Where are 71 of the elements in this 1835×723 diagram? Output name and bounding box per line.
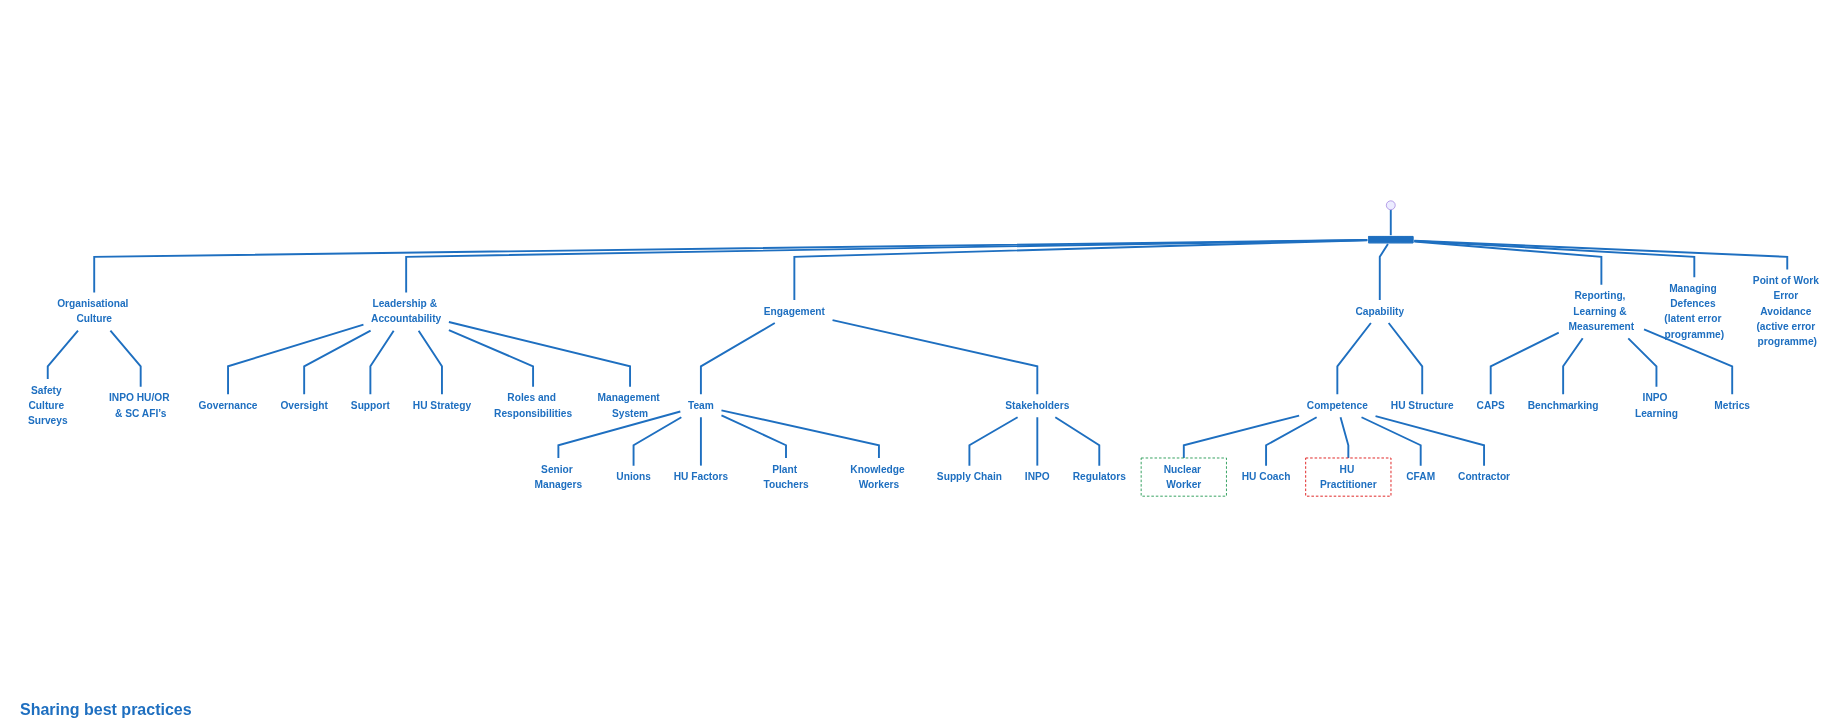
connector	[1265, 416, 1318, 467]
node-text: INPO	[1024, 471, 1050, 483]
connector	[1339, 416, 1350, 459]
connector	[831, 319, 1039, 396]
connector	[1413, 240, 1603, 286]
node-text: Senior Managers	[534, 463, 583, 490]
connector	[720, 409, 880, 459]
node-text: CFAM	[1406, 471, 1436, 483]
node-text: Reporting, Learning & Measurement	[1568, 290, 1635, 332]
node-text: HU Coach	[1241, 471, 1291, 483]
node-text: Safety Culture Surveys	[27, 384, 68, 427]
node-box: Nuclear Worker	[1140, 457, 1227, 497]
connector	[417, 329, 443, 396]
connector	[1643, 328, 1734, 396]
node-text: Team	[687, 400, 714, 411]
node-text: Management System	[597, 392, 660, 419]
connector	[303, 329, 372, 396]
connector	[699, 416, 702, 467]
node-text: INPO Learning	[1634, 392, 1678, 419]
node-text: Competence	[1306, 400, 1368, 411]
node-text: Knowledge Workers	[850, 463, 905, 490]
node-text: Capability	[1355, 305, 1405, 317]
connector	[1374, 415, 1485, 467]
connector	[1182, 414, 1301, 459]
node-text: Organisational Culture	[57, 298, 129, 325]
connector	[1489, 331, 1560, 396]
node-text: INPO HU/OR & SC AFI’s	[108, 392, 170, 419]
node-text: HU Structure	[1390, 400, 1454, 411]
connector	[1336, 322, 1372, 396]
connector	[1627, 337, 1658, 388]
connector	[1378, 243, 1389, 302]
node-text: HU Strategy	[412, 400, 472, 411]
connector	[632, 416, 683, 467]
connector	[1387, 322, 1424, 396]
connector	[447, 329, 535, 388]
node-text: Supply Chain	[936, 471, 1002, 483]
node-text: Benchmarking	[1527, 400, 1599, 411]
node-text: Metrics	[1714, 400, 1751, 411]
node-text: Managing Defences (latent error programme)	[1664, 282, 1725, 340]
node-text: Governance	[198, 400, 258, 411]
connector	[1413, 239, 1789, 271]
node-text: Roles and Responsibilities	[494, 392, 573, 419]
connector	[968, 416, 1019, 467]
connector	[1054, 416, 1101, 467]
node-text: CAPS	[1476, 400, 1505, 411]
node-text: Engagement	[763, 305, 825, 317]
connector	[369, 329, 395, 396]
node-text: Support	[350, 400, 390, 411]
connector	[46, 329, 79, 380]
node-text: Regulators	[1072, 471, 1126, 483]
node-text: Stakeholders	[1005, 400, 1070, 411]
connector	[1389, 208, 1392, 237]
connector	[720, 414, 787, 459]
node-text: Unions	[616, 471, 651, 483]
connector	[557, 410, 682, 459]
node-box: HU Practitioner	[1305, 457, 1392, 497]
connector	[1036, 416, 1039, 467]
node-text: Contractor	[1458, 471, 1511, 483]
node-text: Point of Work Error Avoidance (active error programme)	[1752, 275, 1819, 348]
node-text: HU Factors	[673, 471, 729, 483]
node-text: Oversight	[280, 400, 328, 411]
note-text: Sharing best practices	[20, 701, 193, 719]
connector	[1562, 337, 1584, 396]
node-text: Plant Touchers	[763, 463, 809, 490]
node-text: Leadership & Accountability	[371, 298, 442, 325]
connector	[447, 321, 631, 388]
connector	[227, 323, 365, 396]
connector	[1360, 416, 1422, 467]
connector	[109, 329, 142, 388]
connector	[699, 322, 776, 396]
connector	[793, 239, 1369, 302]
